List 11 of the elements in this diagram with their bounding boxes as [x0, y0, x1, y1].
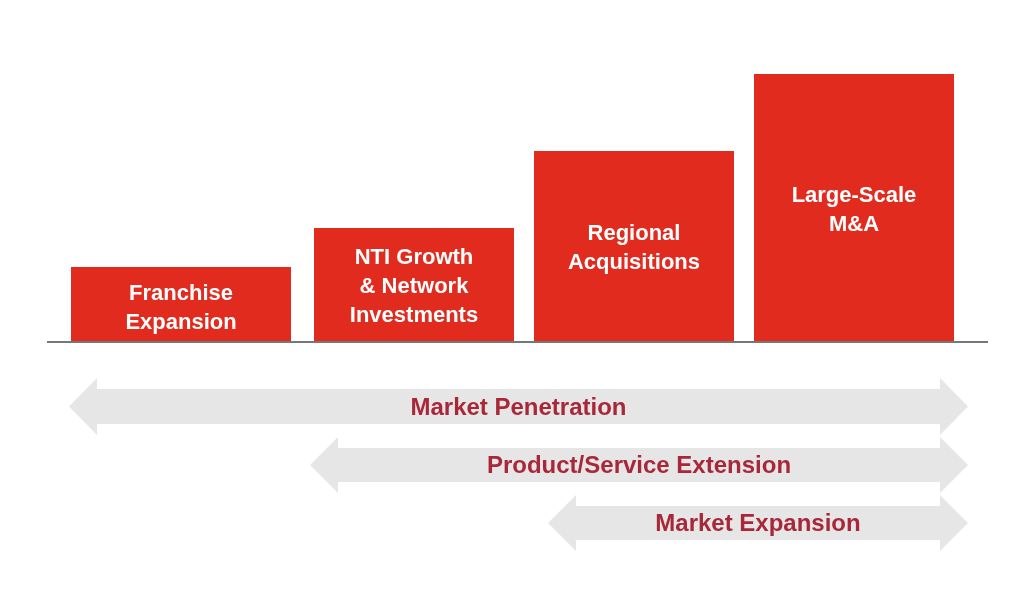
step-label: Franchise Expansion — [124, 279, 238, 336]
band-label: Market Expansion — [655, 509, 861, 537]
band-label: Market Penetration — [410, 392, 627, 421]
step-label: Regional Acquisitions — [567, 219, 701, 276]
step-label: Large-Scale M&A — [790, 181, 918, 238]
step-bar — [754, 74, 954, 341]
step-label: NTI Growth & Network Investments — [348, 243, 480, 329]
step-bar — [534, 151, 734, 341]
step-bar — [314, 228, 514, 341]
band-label: Product/Service Extension — [486, 451, 792, 479]
step-bar — [71, 267, 291, 341]
